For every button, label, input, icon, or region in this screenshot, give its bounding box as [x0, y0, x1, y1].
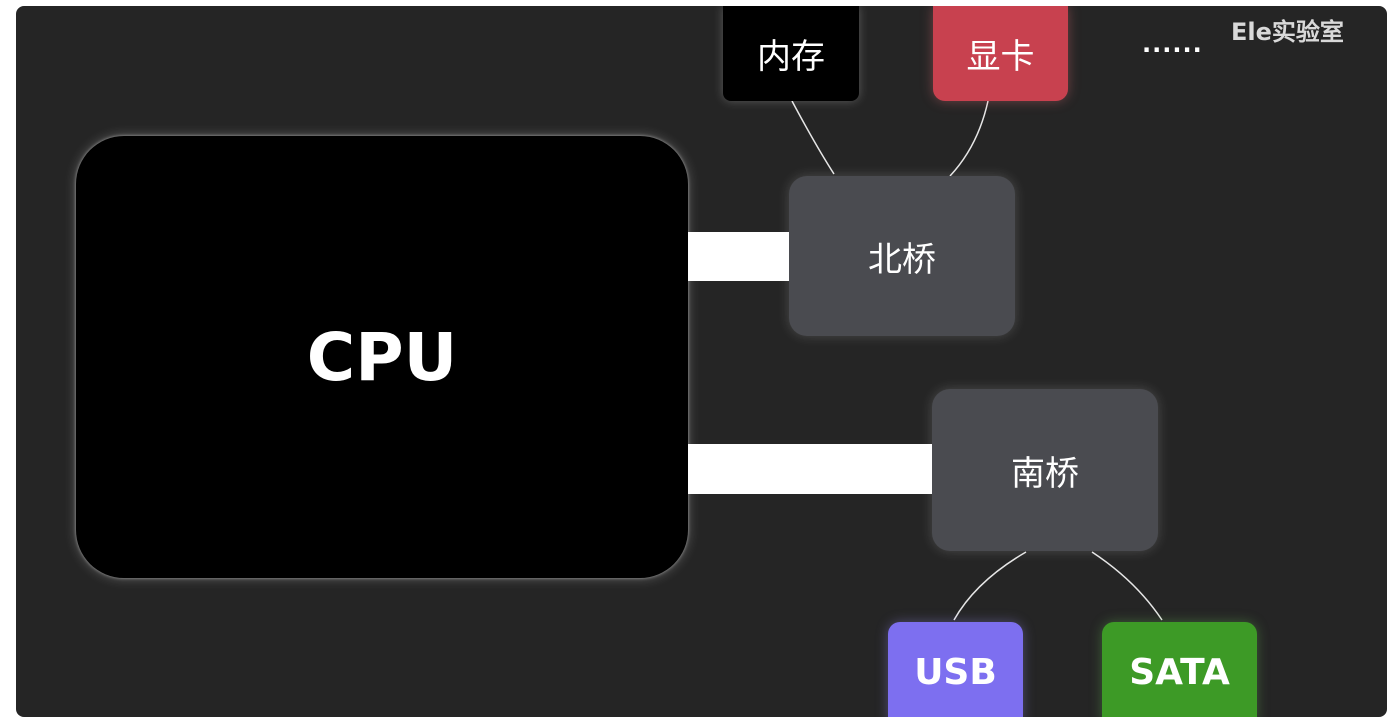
- cpu-northbridge-bus: [688, 232, 792, 281]
- memory-block: 内存: [723, 6, 859, 101]
- south-bridge-block: 南桥: [932, 389, 1158, 551]
- cpu-southbridge-bus: [688, 444, 934, 494]
- link-southbridge-usb: [953, 551, 1027, 621]
- usb-label: USB: [914, 651, 997, 693]
- cpu-block: CPU: [76, 136, 688, 578]
- south-bridge-label: 南桥: [1011, 453, 1079, 494]
- sata-label: SATA: [1129, 651, 1230, 693]
- link-memory-northbridge: [791, 100, 835, 175]
- connection-lines: [791, 100, 1163, 621]
- link-southbridge-sata: [1091, 551, 1163, 621]
- link-gpu-northbridge: [949, 100, 989, 177]
- north-bridge-label: 北桥: [868, 239, 936, 280]
- gpu-label: 显卡: [966, 37, 1035, 77]
- memory-label: 内存: [757, 37, 825, 77]
- more-devices-ellipsis: ......: [1142, 30, 1203, 58]
- gpu-block: 显卡: [933, 6, 1068, 101]
- sata-block: SATA: [1102, 622, 1257, 717]
- diagram-canvas: CPU 北桥 南桥 内存 显卡 ...... USB SATA Ele实验室: [16, 6, 1387, 717]
- usb-block: USB: [888, 622, 1023, 717]
- cpu-label: CPU: [306, 318, 458, 396]
- north-bridge-block: 北桥: [789, 176, 1015, 336]
- watermark-text: Ele实验室: [1231, 18, 1344, 46]
